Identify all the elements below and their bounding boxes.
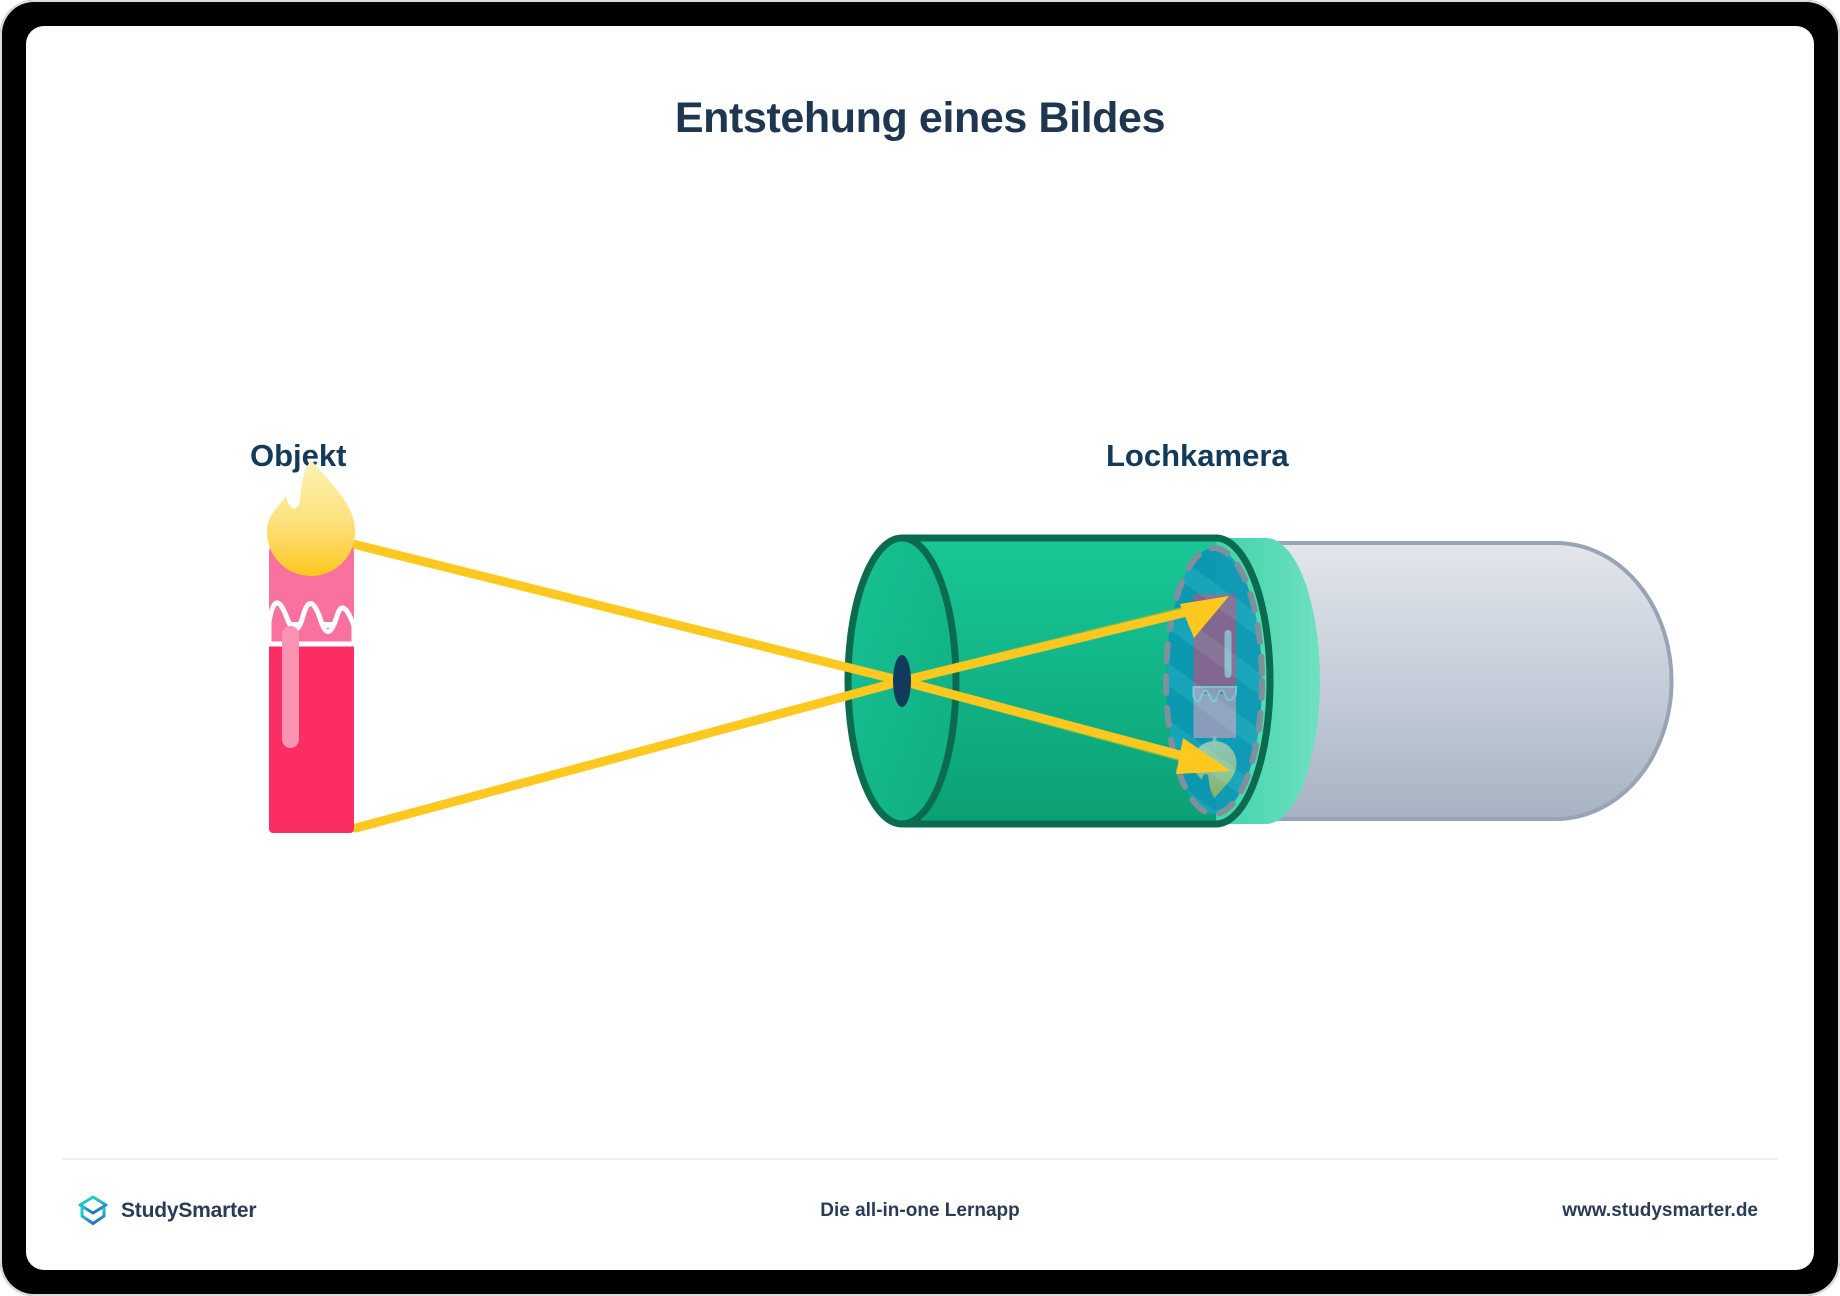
ray-diagram: [266, 460, 1674, 833]
candle-drip-edge: [266, 600, 357, 647]
tube-body: [902, 538, 1216, 824]
footer-logo-text: StudySmarter: [121, 1199, 257, 1222]
candle-icon: [266, 460, 357, 833]
label-lochkamera: Lochkamera: [1106, 438, 1289, 473]
candle-side-drip: [282, 626, 299, 748]
footer-website[interactable]: www.studysmarter.de: [1562, 1200, 1758, 1221]
ray-flame-to-pinhole: [308, 529, 907, 686]
slide-canvas: Entstehung eines Bildes Objekt Lochkamer…: [26, 26, 1814, 1270]
candle-flame: [267, 460, 355, 576]
pinhole-icon: [893, 655, 911, 707]
studysmarter-box-logo-icon: [78, 1195, 108, 1225]
footer-brand[interactable]: StudySmarter: [76, 1194, 257, 1228]
ray-base-to-pinhole: [351, 676, 907, 833]
camera-screen: [1163, 545, 1265, 817]
page-title: Entstehung eines Bildes: [674, 94, 1166, 142]
tube-back-cap-arc: [1215, 534, 1274, 828]
footer-tagline: Die all-in-one Lernapp: [820, 1200, 1020, 1221]
screen-dashed-outline: [1163, 545, 1265, 817]
candle-body: [269, 628, 354, 833]
ray-pinhole-to-image-bottom: [897, 676, 1196, 763]
arrowhead-image-bottom: [1176, 738, 1231, 774]
light-rays-outside: [308, 529, 1231, 833]
label-objekt: Objekt: [250, 438, 347, 473]
footer-divider: [62, 1158, 1778, 1160]
camera-main-tube: [844, 534, 1274, 828]
footer: StudySmarter Die all-in-one Lernapp www.…: [26, 1158, 1814, 1270]
ray-pinhole-to-image-top: [897, 606, 1196, 686]
arrowhead-image-top: [1180, 596, 1229, 638]
